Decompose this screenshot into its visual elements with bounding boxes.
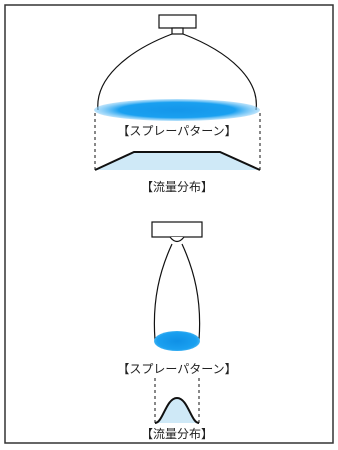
spray-edge-left: [153, 243, 173, 341]
spray-pattern-narrow: [154, 331, 200, 351]
flow-distribution-label-top: 【流量分布】: [140, 180, 214, 194]
narrow-angle-nozzle-diagram: [151, 221, 203, 424]
spray-pattern-label-bottom: 【スプレーパターン】: [117, 362, 237, 376]
flow-distribution-curve: [94, 151, 261, 171]
nozzle-tip: [171, 27, 184, 35]
spray-pattern-wide: [94, 99, 260, 121]
spray-edge-left: [97, 33, 173, 111]
nozzle-body: [151, 221, 203, 238]
nozzle-body: [158, 14, 197, 29]
spray-edge-right: [181, 243, 201, 341]
outer-border: [4, 4, 334, 444]
nozzle-tip: [169, 236, 185, 243]
wide-angle-nozzle-diagram: [94, 14, 261, 171]
flow-distribution-curve: [154, 396, 200, 424]
flow-distribution-label-bottom: 【流量分布】: [140, 427, 214, 441]
spray-pattern-label-top: 【スプレーパターン】: [117, 124, 237, 138]
spray-edge-right: [182, 33, 257, 111]
flow-distribution-fill: [155, 398, 199, 423]
flow-distribution-fill: [95, 152, 260, 170]
